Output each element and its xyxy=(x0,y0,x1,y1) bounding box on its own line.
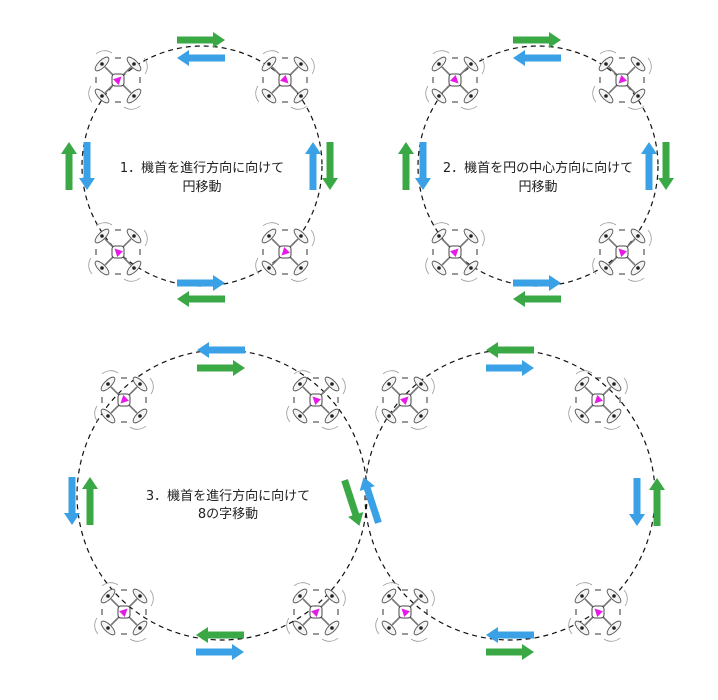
panel-3-arrow xyxy=(197,342,245,358)
panel-2-caption-line-1: 2．機首を円の中心方向に向けて xyxy=(443,160,633,176)
panel-2-arrow xyxy=(513,291,561,307)
panel-2-drone-icon xyxy=(591,49,653,111)
panel-2-path-circle xyxy=(417,45,659,287)
panel-2-caption-line-2: 円移動 xyxy=(518,180,557,195)
panel-3-arrow xyxy=(359,477,382,524)
panel-3-arrow xyxy=(486,360,534,376)
panel-3-drone-icon xyxy=(285,581,347,643)
panel-1-arrow xyxy=(322,142,338,190)
panel-2-drone-icon xyxy=(591,221,653,283)
panel-1-arrow xyxy=(177,32,225,48)
panel-3-arrow xyxy=(629,478,645,526)
panel-3-arrow xyxy=(196,644,244,660)
panel-2-arrow xyxy=(513,275,561,291)
panel-1-arrow xyxy=(177,50,225,66)
panel-2-arrow xyxy=(513,32,561,48)
panel-3-caption-line-2: 8の字移動 xyxy=(198,507,258,522)
panel-3-drone-icon xyxy=(567,369,629,431)
heading-marker-icon xyxy=(594,608,603,617)
panel-3-arrow xyxy=(196,627,244,643)
panel-3-arrow xyxy=(486,342,534,358)
panel-2-drone-icon xyxy=(424,221,486,283)
panel-1-caption-line-1: 1．機首を進行方向に向けて xyxy=(120,160,284,176)
panel-3-arrow xyxy=(649,478,665,526)
panel-1-caption-line-2: 円移動 xyxy=(182,180,221,195)
panel-1-arrow xyxy=(305,142,321,190)
panel-3-arrow xyxy=(64,477,80,525)
panel-1-arrow xyxy=(177,291,225,307)
panel-1-arrow xyxy=(79,142,95,190)
panel-3-arrow xyxy=(197,360,245,376)
panel-1-path-circle xyxy=(81,45,323,287)
panel-2-arrow xyxy=(398,142,414,190)
panel-2-drone-icon xyxy=(424,49,486,111)
panel-3-arrow xyxy=(82,477,98,525)
panel-2-arrow xyxy=(641,142,657,190)
panel-1-arrow xyxy=(177,275,225,291)
panel-3-arrow xyxy=(486,627,534,643)
panel-1-drone-icon xyxy=(254,221,316,283)
panel-3-drone-icon xyxy=(567,581,629,643)
panel-3-arrow xyxy=(486,644,534,660)
panel-2-arrow xyxy=(415,142,431,190)
panel-3-arrow xyxy=(341,479,364,526)
panel-2-arrow xyxy=(513,50,561,66)
panel-3-drone-icon xyxy=(93,581,155,643)
panel-1-drone-icon xyxy=(87,221,149,283)
panel-3-drone-icon xyxy=(374,581,436,643)
panel-1-drone-icon xyxy=(87,49,149,111)
panel-3-drone-icon xyxy=(374,369,436,431)
panels-layer xyxy=(61,32,674,660)
panel-1-drone-icon xyxy=(254,49,316,111)
panel-3-caption-line-1: 3．機首を進行方向に向けて xyxy=(146,488,310,504)
panel-1-arrow xyxy=(61,142,77,190)
panel-3-drone-icon xyxy=(93,369,155,431)
panel-3-drone-icon xyxy=(285,369,347,431)
panel-2-arrow xyxy=(658,142,674,190)
